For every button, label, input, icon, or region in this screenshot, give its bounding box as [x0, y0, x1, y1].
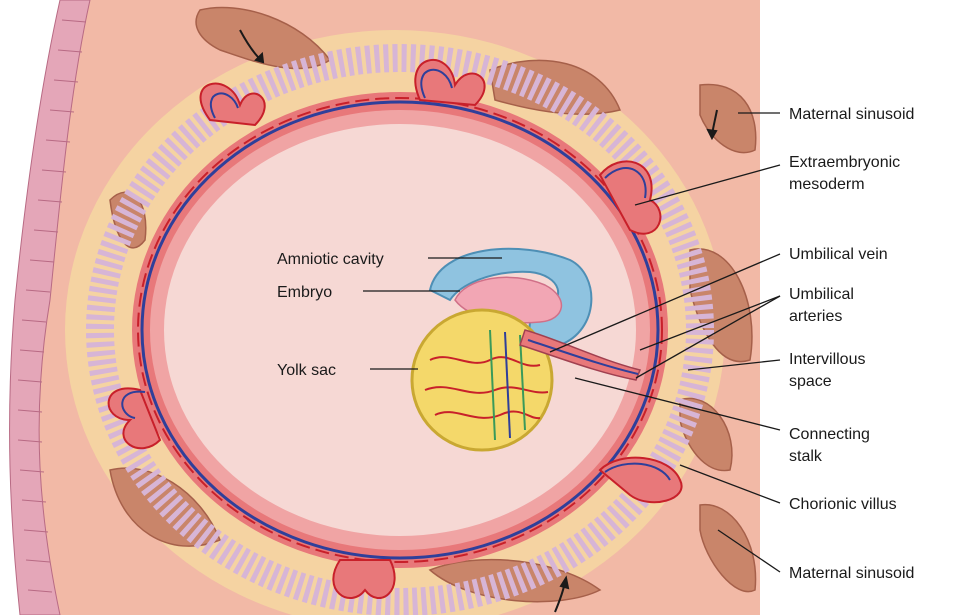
label-intervillous-space-line1: Intervillous [789, 351, 865, 368]
label-maternal-sinusoid-top: Maternal sinusoid [789, 106, 914, 123]
label-umbilical-vein: Umbilical vein [789, 246, 888, 263]
label-extraembryonic-mesoderm-line1: Extraembryonic [789, 154, 900, 171]
label-amniotic-cavity: Amniotic cavity [277, 251, 384, 268]
label-intervillous-space-line2: space [789, 373, 832, 390]
villus-bottom [333, 560, 394, 598]
label-umbilical-arteries-line1: Umbilical [789, 286, 854, 303]
label-umbilical-arteries-line2: arteries [789, 308, 842, 325]
label-connecting-stalk-line2: stalk [789, 448, 823, 465]
label-embryo: Embryo [277, 284, 332, 301]
label-yolk-sac: Yolk sac [277, 362, 336, 379]
label-maternal-sinusoid-bottom: Maternal sinusoid [789, 565, 914, 582]
yolk-sac-shape [412, 310, 552, 450]
label-extraembryonic-mesoderm-line2: mesoderm [789, 176, 865, 193]
label-chorionic-villus: Chorionic villus [789, 496, 897, 513]
label-connecting-stalk-line1: Connecting [789, 426, 870, 443]
